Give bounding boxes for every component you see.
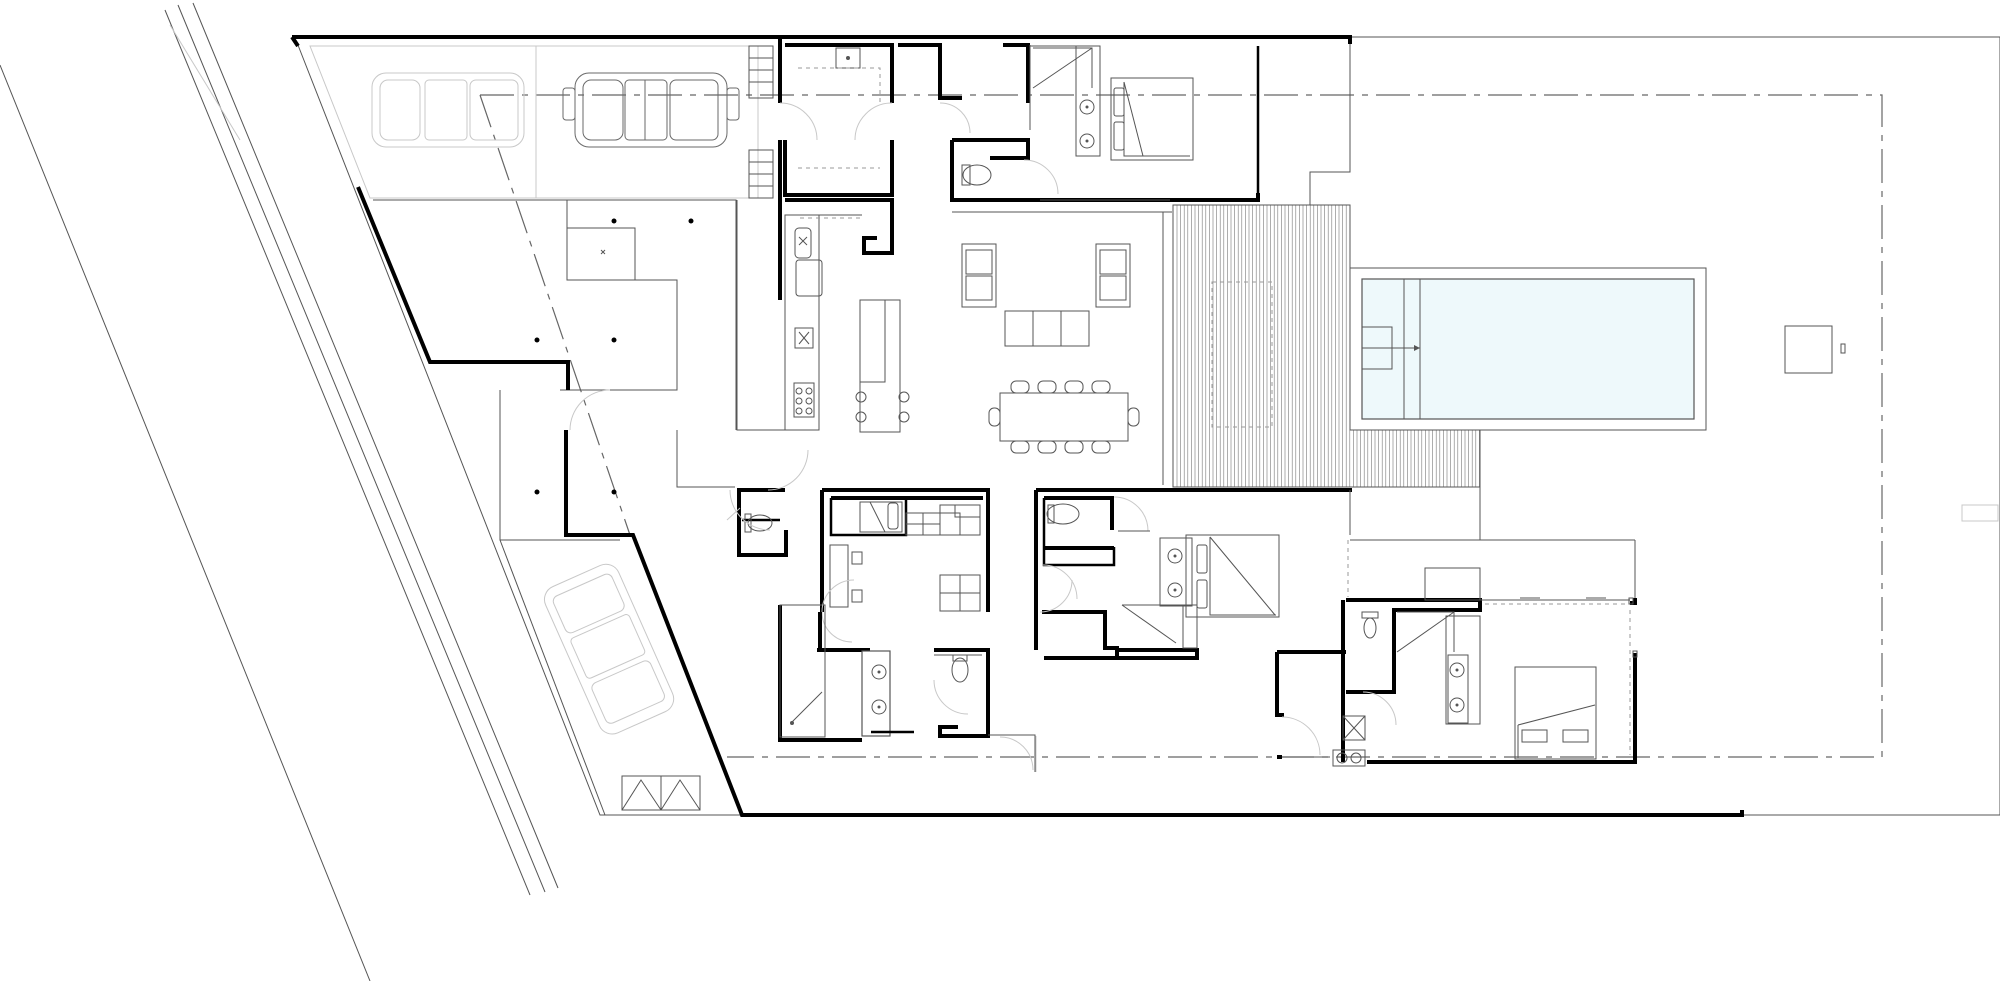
carport (309, 45, 774, 199)
bathroom (778, 604, 990, 742)
bedroom-2-bathroom (820, 488, 990, 643)
light-fixture (1840, 343, 1846, 354)
deck (1172, 204, 1481, 488)
door-swings (569, 389, 1037, 772)
outdoor-planter (1784, 325, 1833, 374)
exterior-walls (290, 35, 1744, 817)
site-boundary (295, 36, 2000, 816)
bedroom-1 (950, 37, 1352, 202)
powder-room (726, 488, 788, 557)
parked-car-outline-icon (371, 72, 525, 148)
bedroom-2 (1034, 488, 1352, 660)
street-lines (0, 2, 559, 981)
kitchen (736, 200, 910, 433)
car-icon (562, 72, 740, 148)
parked-car-ghost-icon (543, 563, 675, 735)
master-bedroom (1275, 430, 1638, 767)
pool (1349, 267, 1707, 431)
dining-table (988, 380, 1140, 454)
entry-terrace (373, 199, 737, 541)
laundry-block (778, 37, 1030, 300)
bin-store (621, 775, 701, 811)
living-area (952, 211, 1172, 485)
kitchen-island (859, 299, 901, 433)
